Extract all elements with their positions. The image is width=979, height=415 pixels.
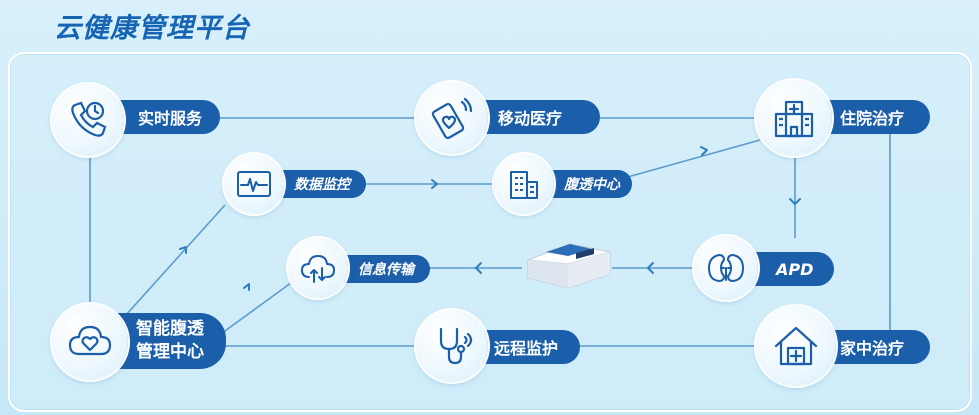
arrow-upleft-icon [243, 283, 250, 291]
hospital-icon [774, 100, 814, 138]
home-medical-icon [774, 326, 818, 366]
node-remote-circle[interactable] [416, 310, 488, 382]
node-info-circle[interactable] [288, 238, 348, 298]
apd-device-illustration [527, 243, 611, 289]
node-apd-circle[interactable] [694, 236, 758, 300]
node-mobile-circle[interactable] [416, 82, 488, 154]
arrow-right-icon [431, 179, 438, 189]
node-home-circle[interactable] [756, 306, 836, 386]
node-realtime-circle[interactable] [52, 84, 124, 156]
mobile-health-icon [431, 97, 473, 139]
page-title: 云健康管理平台 [54, 13, 250, 44]
arrow-left-icon [475, 262, 482, 274]
node-monitor-circle[interactable] [224, 154, 284, 214]
ecg-monitor-icon [237, 171, 271, 197]
phone-clock-icon [71, 101, 107, 137]
node-smart-center-circle[interactable] [52, 304, 128, 380]
arrow-right-icon [700, 146, 708, 156]
arrow-upright-icon [179, 246, 187, 254]
node-dialysis-center-circle[interactable] [494, 154, 554, 214]
cloud-heart-icon [68, 325, 112, 356]
building-icon [510, 171, 538, 199]
stethoscope-icon [439, 327, 473, 365]
node-inpatient-circle[interactable] [756, 80, 832, 156]
kidney-icon [708, 254, 744, 282]
arrow-left-icon [647, 262, 654, 274]
arrow-down-icon [789, 198, 801, 205]
cloud-transfer-icon [301, 255, 335, 283]
